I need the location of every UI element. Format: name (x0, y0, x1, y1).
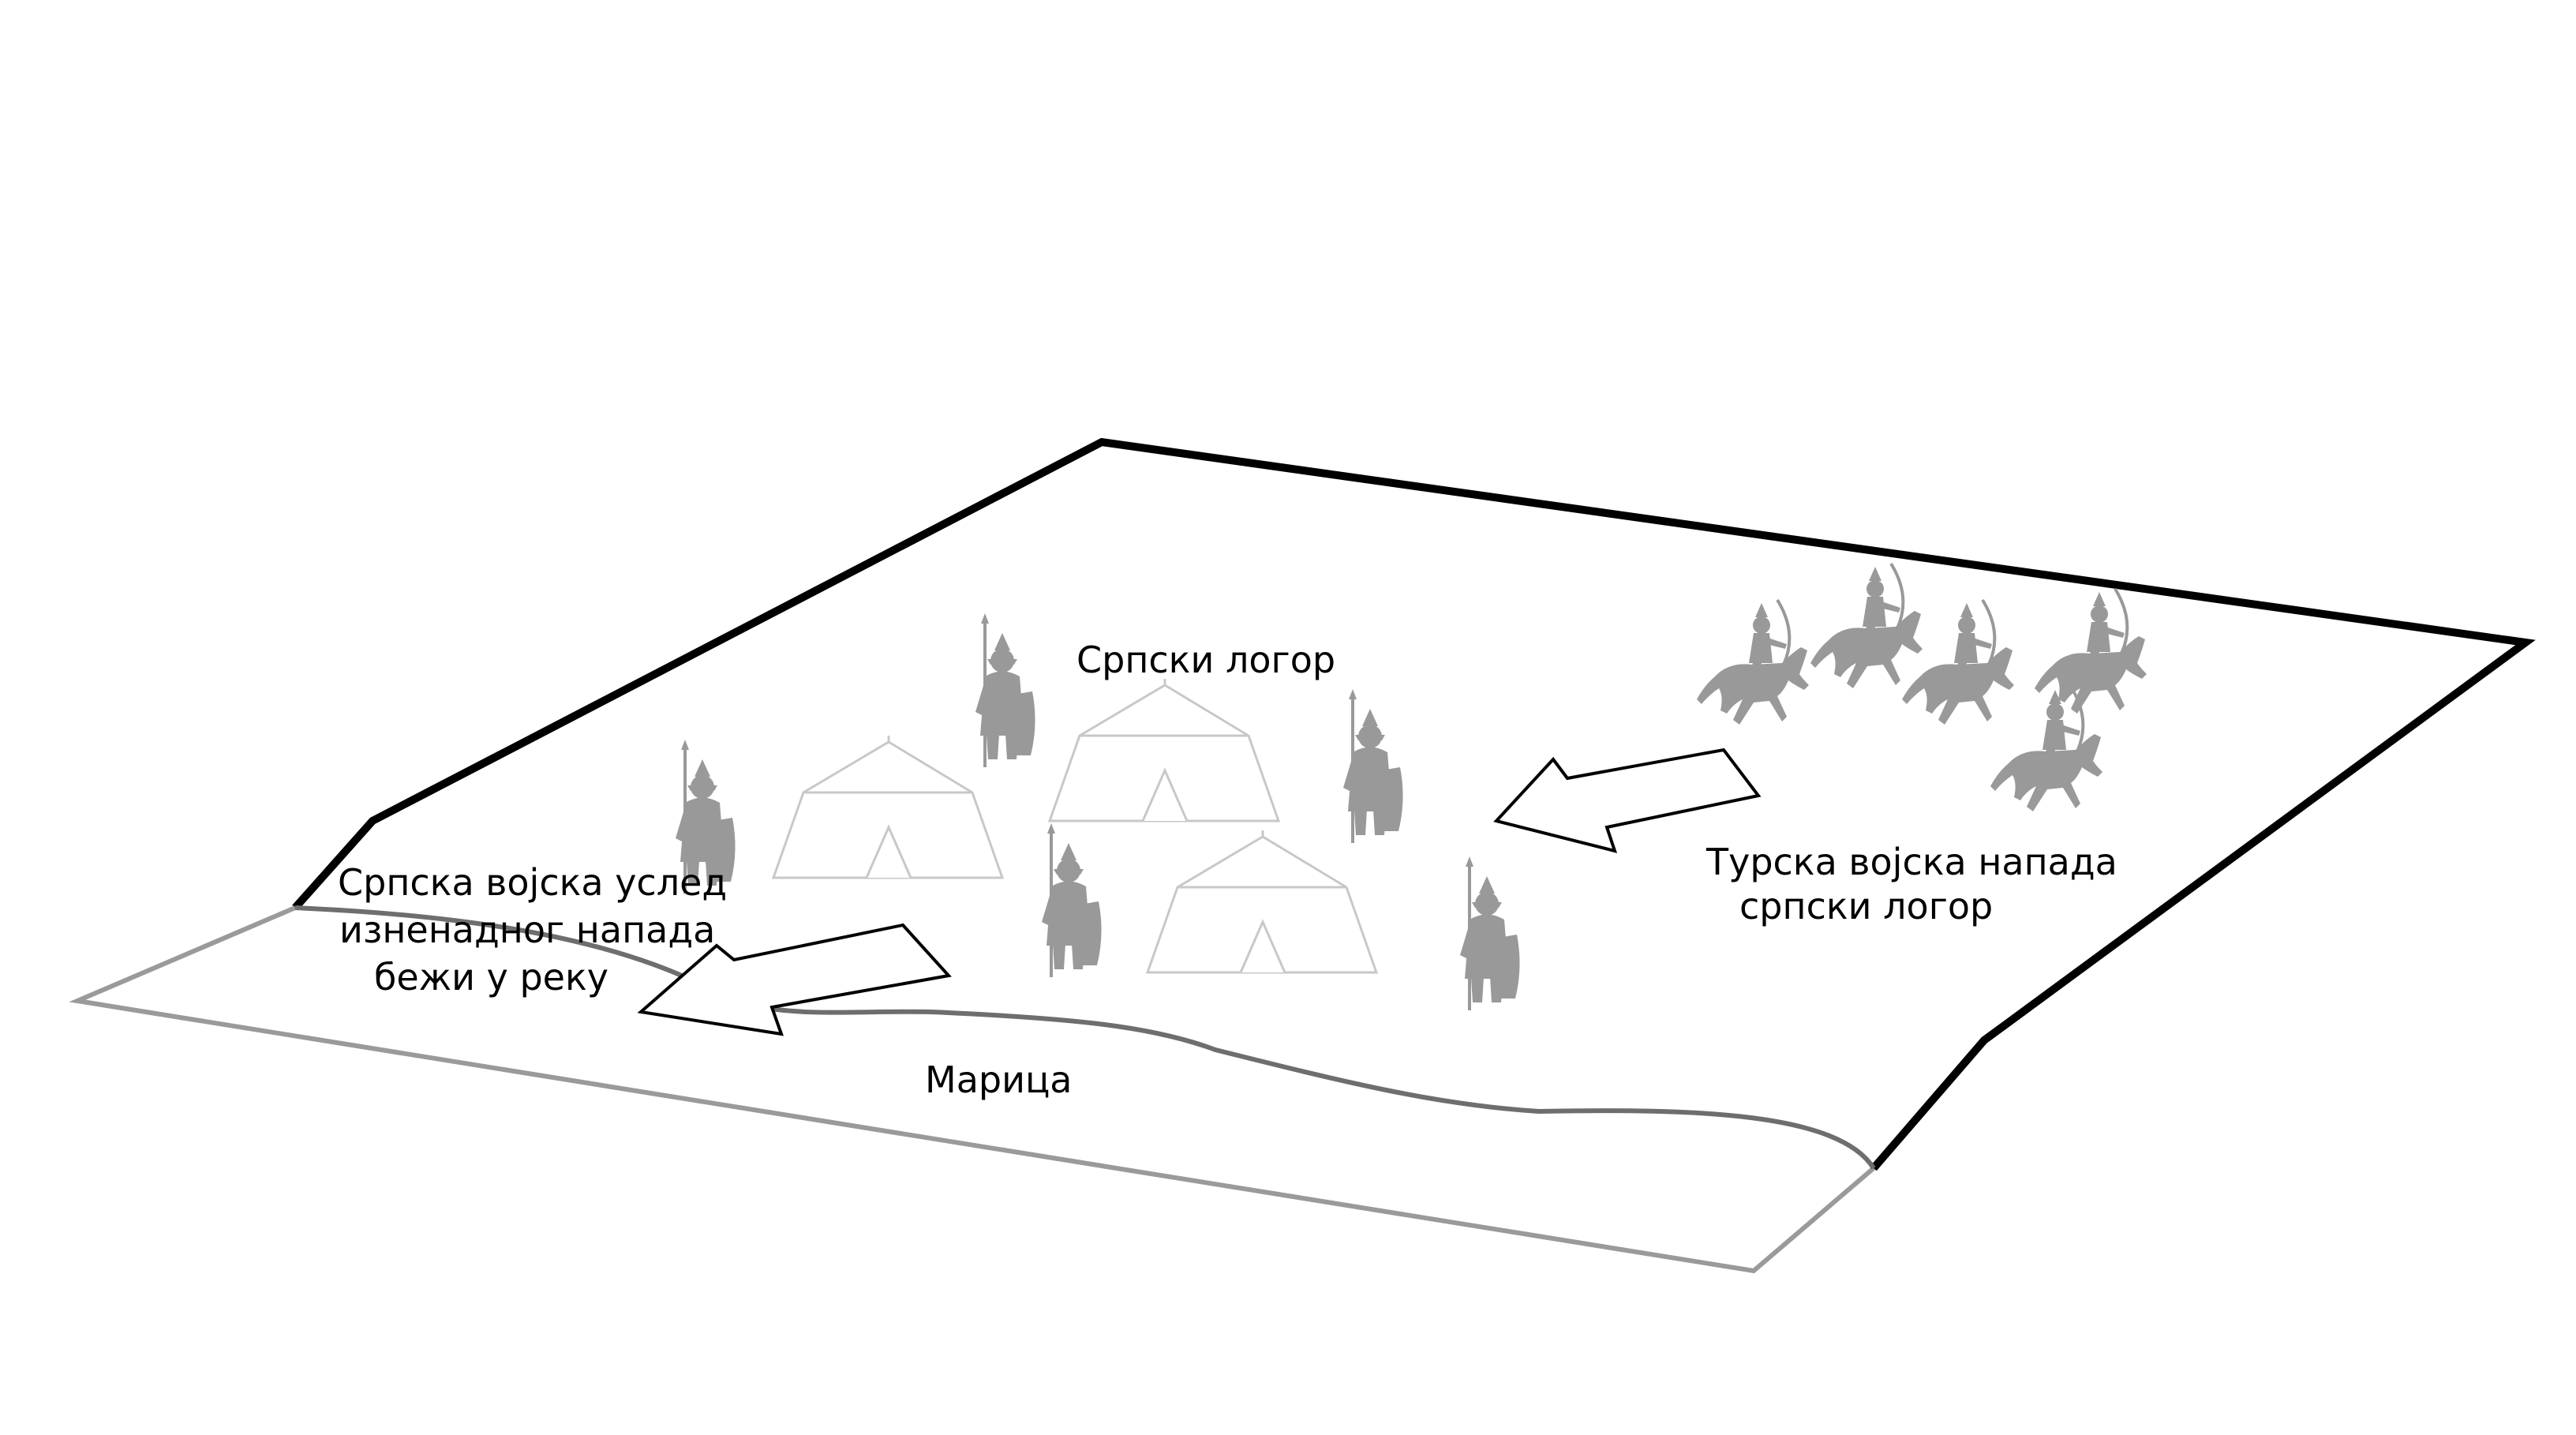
turkish-army-label-line2: српски логор (1739, 885, 1993, 927)
tent-icon (772, 734, 1004, 879)
horse-archer-icon (1809, 562, 1924, 690)
river-course (294, 905, 1876, 1170)
foot-soldier-icon (1040, 822, 1103, 979)
serbian-army-label-line2: изненадног напада (339, 909, 715, 951)
camp-label: Српски логор (1076, 639, 1335, 681)
foot-soldier-icon (1458, 855, 1522, 1012)
turkish-army-label-line1: Турска војска напада (1705, 841, 2117, 883)
foot-soldier-icon (1342, 688, 1405, 845)
turkish-attack-arrow (1493, 747, 1762, 853)
tent-icon (1146, 829, 1378, 974)
terrain-outline (292, 437, 2536, 1171)
tent-icon (1048, 677, 1280, 822)
horse-archer-icon (2033, 587, 2148, 715)
horse-archer-icon (1989, 685, 2104, 813)
serbian-flight-arrow (637, 923, 952, 1036)
serbian-army-label-line3: бежи у реку (374, 956, 608, 999)
horse-archer-icon (1695, 598, 1810, 726)
foot-soldier-icon (974, 612, 1037, 769)
serbian-army-label-line1: Српска војска услед (338, 861, 727, 904)
river-label: Марица (925, 1058, 1072, 1101)
river-bank-outline (69, 905, 1875, 1274)
